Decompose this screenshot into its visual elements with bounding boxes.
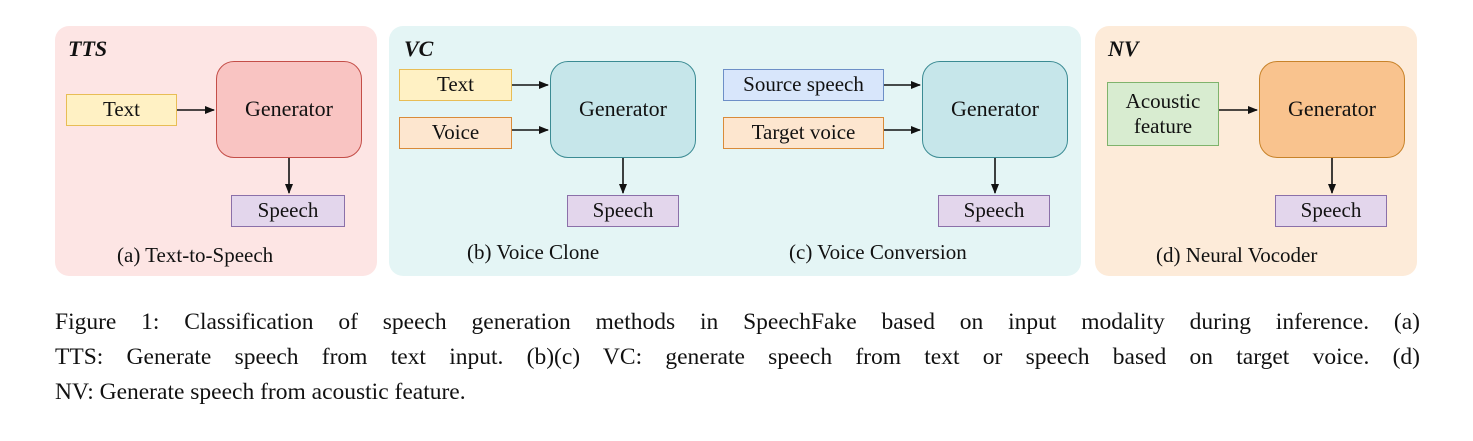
vc-conversion-source-speech-box: Source speech — [723, 69, 884, 101]
nv-generator-box: Generator — [1259, 61, 1405, 158]
tts-text-input-box: Text — [66, 94, 177, 126]
vc-conversion-speech-output-box: Speech — [938, 195, 1050, 227]
nv-panel-title: NV — [1108, 36, 1139, 61]
nv-panel-caption: (d) Neural Vocoder — [1156, 243, 1318, 267]
vc-clone-voice-input-box: Voice — [399, 117, 512, 149]
figure-caption-line2: TTS: Generate speech from text input. (b… — [55, 344, 1420, 370]
vc-clone-caption: (b) Voice Clone — [467, 240, 600, 264]
figure-caption-line1: Figure 1: Classification of speech gener… — [55, 309, 1420, 335]
vc-clone-speech-output-box: Speech — [567, 195, 679, 227]
figure-caption: Figure 1: Classification of speech gener… — [55, 305, 1420, 410]
nv-acoustic-feature-line1: Acoustic — [1125, 88, 1201, 113]
tts-panel-caption: (a) Text-to-Speech — [117, 243, 274, 267]
flow-arrows — [177, 81, 1336, 194]
vc-conversion-generator-box: Generator — [922, 61, 1068, 158]
nv-acoustic-feature-box: Acoustic feature — [1107, 82, 1219, 146]
tts-speech-output-box: Speech — [231, 195, 345, 227]
figure-caption-line3: NV: Generate speech from acoustic featur… — [55, 379, 466, 405]
vc-clone-text-input-box: Text — [399, 69, 512, 101]
vc-conversion-target-voice-box: Target voice — [723, 117, 884, 149]
vc-panel-title: VC — [404, 36, 434, 61]
tts-generator-box: Generator — [216, 61, 362, 158]
nv-speech-output-box: Speech — [1275, 195, 1387, 227]
tts-panel-title: TTS — [68, 36, 108, 61]
vc-conversion-caption: (c) Voice Conversion — [789, 240, 967, 264]
nv-acoustic-feature-line2: feature — [1133, 114, 1193, 138]
vc-clone-generator-box: Generator — [550, 61, 696, 158]
